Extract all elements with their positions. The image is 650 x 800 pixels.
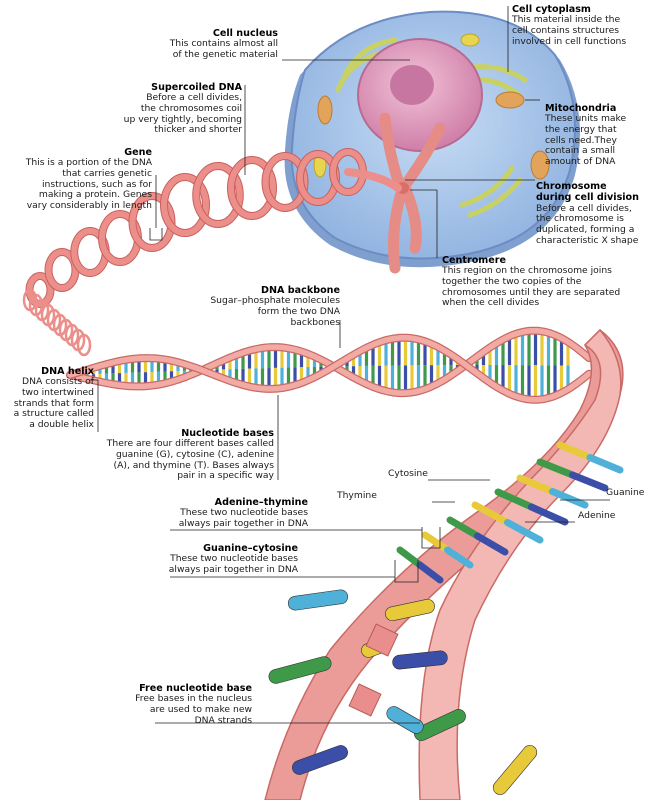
- base-pair-half: [586, 454, 624, 474]
- chromosome-desc: Before a cell divides, the chromosome is…: [536, 202, 639, 246]
- chromosome-title: Chromosome during cell division: [536, 181, 639, 204]
- nucleus-shape: [357, 38, 483, 152]
- free-base-capsule: [492, 745, 538, 795]
- base-pair-half: [569, 471, 609, 492]
- base-pair-half: [494, 488, 535, 511]
- chromatin-loop-highlight: [262, 153, 308, 211]
- supercoiled-chromatin: [25, 148, 402, 308]
- guanine-cytosine-label: Guanine–cytosine These two nucleotide ba…: [150, 543, 298, 576]
- supercoiled-dna-label: Supercoiled DNA Before a cell divides, t…: [118, 82, 242, 136]
- free-base-title: Free nucleotide base: [139, 683, 252, 694]
- chromatin-loop-highlight: [193, 163, 243, 227]
- helix-strand-a: [67, 327, 592, 396]
- guanine-cytosine-title: Guanine–cytosine: [203, 543, 298, 554]
- helix-strand-b: [67, 334, 592, 403]
- base-pair-half: [416, 561, 444, 584]
- adenine-thymine-label: Adenine–thymine These two nucleotide bas…: [160, 497, 308, 530]
- chromatin-loop-highlight: [228, 157, 276, 219]
- gene-desc: This is a portion of the DNA that carrie…: [25, 157, 152, 211]
- mitochondria-title: Mitochondria: [545, 103, 617, 114]
- guanine-tag: Guanine: [606, 487, 645, 498]
- chromatin-loop-highlight: [161, 174, 209, 236]
- base-pair-half: [396, 546, 424, 569]
- cell-cytoplasm-label: Cell cytoplasm This material inside the …: [512, 4, 648, 47]
- free-base: [386, 706, 424, 734]
- sugar-phosphate-block: [348, 683, 382, 717]
- dna-double-helix: [66, 326, 593, 404]
- mitochondria-label: Mitochondria These units make the energy…: [545, 103, 649, 167]
- free-base-capsule: [292, 745, 348, 775]
- gene-title: Gene: [124, 147, 152, 158]
- base-pair-half: [421, 531, 451, 554]
- free-base: [492, 745, 538, 795]
- cell-nucleus-desc: This contains almost all of the genetic …: [169, 38, 278, 60]
- base-pair-half: [446, 516, 481, 540]
- thin-coil-loop: [76, 333, 92, 357]
- dna-helix-desc: DNA consists of two intertwined strands …: [13, 376, 94, 430]
- cytosine-tag: Cytosine: [388, 468, 428, 479]
- sugar-phosphate-block: [365, 623, 399, 657]
- supercoiled-dna-desc: Before a cell divides, the chromosomes c…: [123, 92, 242, 136]
- nucleotide-bases-label: Nucleotide bases There are four differen…: [104, 428, 274, 482]
- gene-label: Gene This is a portion of the DNA that c…: [6, 147, 152, 211]
- free-base: [392, 650, 448, 670]
- base-pair-half: [556, 441, 594, 461]
- free-base-capsule: [414, 709, 466, 741]
- chromatin-loop-highlight: [45, 249, 79, 291]
- free-nucleotide-bases: [268, 589, 538, 795]
- supercoiled-dna-title: Supercoiled DNA: [151, 82, 242, 93]
- close-up-base-pairs: [396, 441, 624, 584]
- free-base-capsule: [386, 706, 424, 734]
- base-pair-half: [474, 532, 509, 556]
- base-pair-half: [549, 488, 589, 509]
- dna-thin-coil: [22, 288, 92, 357]
- free-base-label: Free nucleotide base Free bases in the n…: [100, 683, 252, 726]
- free-base: [414, 709, 466, 741]
- free-base-capsule: [385, 598, 435, 622]
- free-base-capsule: [268, 656, 332, 684]
- free-base: [287, 589, 349, 611]
- cell-cytoplasm-title: Cell cytoplasm: [512, 4, 591, 15]
- mitochondria-desc: These units make the energy that cells n…: [545, 113, 627, 167]
- free-base-capsule: [287, 589, 349, 611]
- free-base: [292, 745, 348, 775]
- cell-cytoplasm-desc: This material inside the cell contains s…: [512, 14, 627, 47]
- adenine-thymine-desc: These two nucleotide bases always pair t…: [178, 507, 308, 529]
- base-pair-half: [536, 458, 576, 479]
- free-base: [385, 598, 435, 622]
- cell-nucleus-label: Cell nucleus This contains almost all of…: [130, 28, 278, 61]
- base-pair-half: [528, 503, 569, 526]
- base-pair-half: [516, 474, 556, 495]
- adenine-thymine-title: Adenine–thymine: [214, 497, 308, 508]
- centromere-desc: This region on the chromosome joins toge…: [442, 265, 621, 309]
- free-base-desc: Free bases in the nucleus are used to ma…: [135, 693, 252, 726]
- nucleotide-bases-title: Nucleotide bases: [181, 428, 274, 439]
- guanine-cytosine-desc: These two nucleotide bases always pair t…: [168, 553, 298, 575]
- centromere-label: Centromere This region on the chromosome…: [442, 255, 632, 309]
- chromatin-fiber: [344, 168, 402, 192]
- free-base-capsule: [392, 650, 448, 670]
- dna-backbone-label: DNA backbone Sugar–phosphate molecules f…: [210, 285, 340, 328]
- nucleotide-bases-desc: There are four different bases called gu…: [106, 438, 274, 482]
- centromere-title: Centromere: [442, 255, 507, 266]
- base-pair-half: [471, 501, 511, 526]
- dna-backbone-desc: Sugar–phosphate molecules form the two D…: [210, 295, 340, 328]
- dna-backbone-title: DNA backbone: [261, 285, 340, 296]
- thymine-tag: Thymine: [337, 490, 377, 501]
- free-base: [268, 656, 332, 684]
- dna-helix-title: DNA helix: [41, 366, 94, 377]
- base-pair-half: [444, 546, 474, 569]
- adenine-tag: Adenine: [578, 510, 616, 521]
- cell-nucleus-title: Cell nucleus: [212, 28, 278, 39]
- chromosome-label: Chromosome during cell division Before a…: [536, 181, 650, 246]
- dna-helix-label: DNA helix DNA consists of two intertwine…: [4, 366, 94, 430]
- leader-lines: [90, 6, 610, 724]
- base-pair-half: [504, 519, 544, 544]
